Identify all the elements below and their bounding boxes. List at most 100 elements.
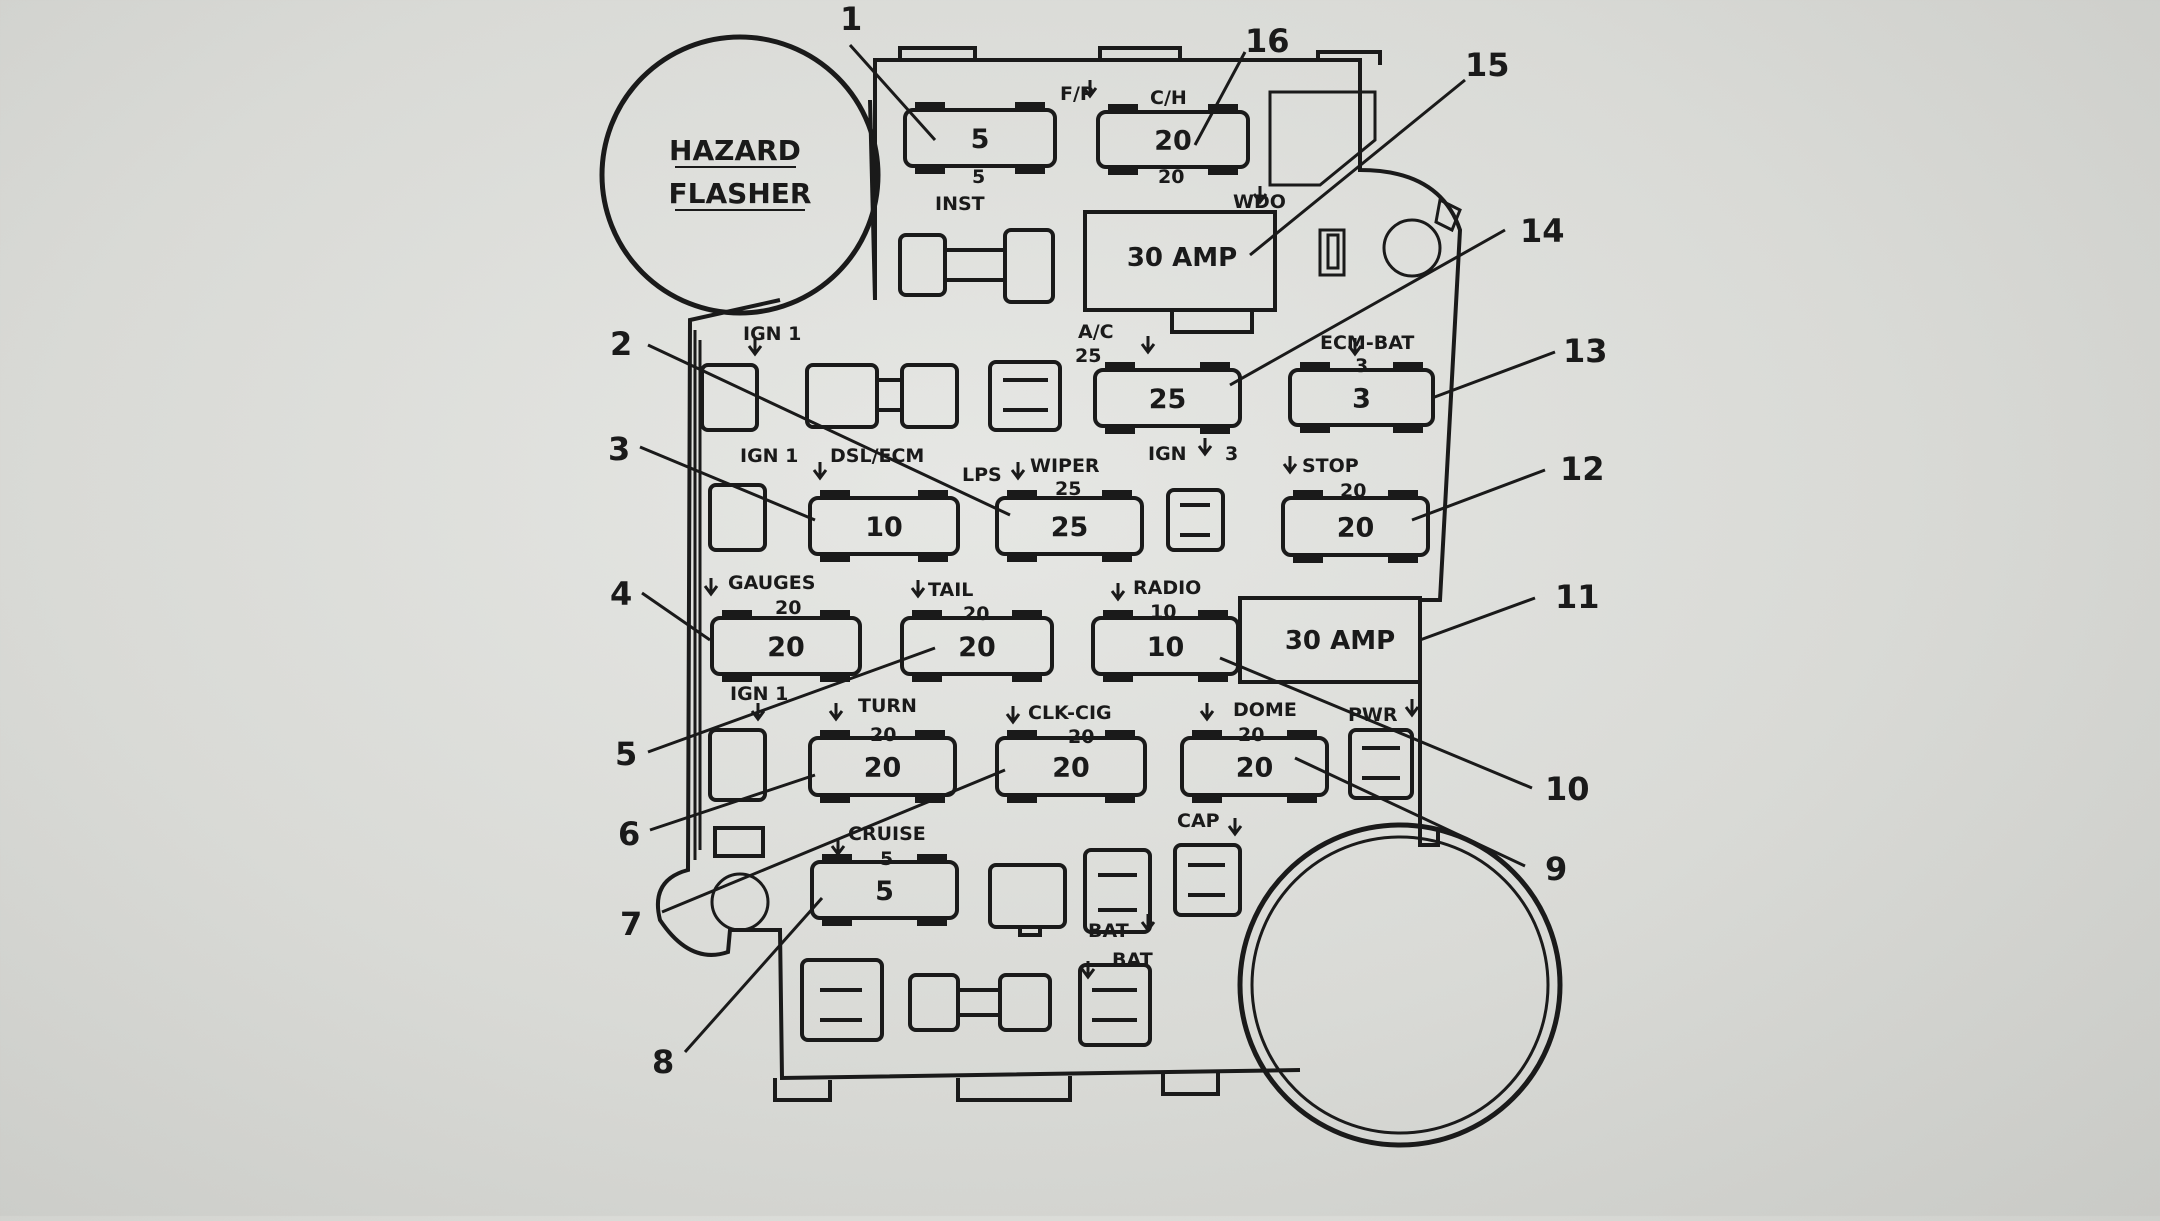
label-ign1-low: IGN 1: [730, 683, 788, 705]
fuse-terminal: [822, 854, 852, 862]
fuse-terminal: [1015, 166, 1045, 174]
feed-arrow: [1197, 438, 1213, 457]
fuse-inst: 5: [903, 102, 1057, 174]
fuse-terminal: [917, 854, 947, 862]
fuse-terminal: [722, 674, 752, 682]
callout-4: 4: [610, 575, 632, 613]
empty-sockets: [700, 228, 1414, 1047]
label-ign1-top: IGN 1: [743, 323, 801, 345]
label-tail-20: 20: [963, 603, 989, 625]
feed-arrow: [703, 578, 719, 597]
label-gauges: GAUGES: [728, 572, 815, 594]
fuse-terminal: [1105, 362, 1135, 370]
feed-arrow: [1080, 961, 1096, 980]
fuse-terminal: [1105, 795, 1135, 803]
fuse-ac: 25: [1093, 362, 1242, 434]
fuse-terminal: [1108, 104, 1138, 112]
label-wiper: WIPER: [1030, 455, 1100, 477]
fuse-terminal: [918, 554, 948, 562]
label-cruise-5: 5: [880, 848, 893, 870]
feed-arrow: [1010, 462, 1026, 481]
label-ign1-mid: IGN 1: [740, 445, 798, 467]
fuse-terminal: [915, 795, 945, 803]
fuse-terminal: [1388, 490, 1418, 498]
fuse-terminal: [1108, 167, 1138, 175]
fuse-terminal: [912, 674, 942, 682]
breaker-label-wdo: 30 AMP: [1127, 243, 1237, 273]
feed-arrow: [1140, 336, 1156, 355]
feed-arrow: [1082, 80, 1098, 99]
feed-arrow: [1199, 703, 1215, 722]
fuse-body: [903, 108, 1057, 168]
fuse-terminal: [1105, 730, 1135, 738]
fuse-terminal: [820, 674, 850, 682]
fuse-rating: 5: [875, 876, 894, 907]
fuse-terminal: [1007, 795, 1037, 803]
fuse-terminal: [1393, 425, 1423, 433]
fuse-rating: 20: [1236, 753, 1274, 784]
circuit-breaker-wdo: 30 AMP: [1083, 210, 1277, 334]
fuse-body: [995, 496, 1144, 556]
fuse-wiper: 25: [995, 490, 1144, 562]
label-ecm-bat-3: 3: [1355, 355, 1368, 377]
fuse-terminal: [1208, 104, 1238, 112]
callout-5: 5: [615, 735, 637, 773]
callout-16: 16: [1245, 22, 1290, 60]
fuse-gauges: 20: [710, 610, 862, 682]
fuse-terminal: [912, 610, 942, 618]
callout-11: 11: [1555, 578, 1600, 616]
panel-outline: [655, 46, 1563, 1148]
fuse-terminal: [1208, 167, 1238, 175]
fuse-rating: 20: [1052, 753, 1090, 784]
callout-13: 13: [1563, 332, 1608, 370]
label-ign-3-num: 3: [1225, 443, 1238, 465]
feed-arrow: [1110, 583, 1126, 602]
feed-arrow: [828, 703, 844, 722]
feed-arrow: [812, 462, 828, 481]
fuse-terminal: [820, 730, 850, 738]
fuse-rating: 5: [971, 124, 990, 155]
fuse-terminal: [1393, 362, 1423, 370]
fuse-rating: 20: [767, 632, 805, 663]
fuse-body: [1096, 110, 1250, 169]
label-wiper-25: 25: [1055, 478, 1081, 500]
label-dome-20: 20: [1238, 724, 1264, 746]
fuse-terminal: [1198, 674, 1228, 682]
feed-arrow: [1227, 818, 1243, 837]
feed-arrow: [1404, 699, 1420, 718]
fuse-rating: 20: [958, 632, 996, 663]
fuse-terminal: [1103, 610, 1133, 618]
hazard-flasher: HAZARD FLASHER: [599, 34, 881, 316]
label-stop-20: 20: [1340, 480, 1366, 502]
fuse-terminal: [1007, 554, 1037, 562]
fuse-terminal: [1192, 795, 1222, 803]
fuse-terminal: [1293, 490, 1323, 498]
label-stop: STOP: [1302, 455, 1359, 477]
fuse-terminal: [1103, 674, 1133, 682]
fuse-radio: 10: [1091, 610, 1240, 682]
fuse-dome: 20: [1180, 730, 1329, 803]
feed-arrow: [910, 580, 926, 599]
fuse-rating: 20: [864, 753, 902, 784]
fuse-body: [808, 496, 960, 556]
feed-arrow: [1005, 706, 1021, 725]
fuse-body: [995, 736, 1147, 797]
fuse-terminal: [820, 610, 850, 618]
fuse-terminal: [1287, 730, 1317, 738]
callout-numbers: 1 2 3 4 5 6 7 8 9 10 11 12 13 14 15 16: [608, 0, 1608, 1081]
label-ign-3: IGN: [1148, 443, 1187, 465]
fuse-terminal: [917, 918, 947, 926]
fuse-terminal: [1012, 674, 1042, 682]
fuse-terminal: [1293, 555, 1323, 563]
label-ch: C/H: [1150, 87, 1187, 109]
label-radio-10: 10: [1150, 601, 1176, 623]
fuse-terminal: [1200, 362, 1230, 370]
fuse-terminal: [1300, 362, 1330, 370]
fuse-terminal: [1102, 490, 1132, 498]
label-inst: INST: [935, 193, 985, 215]
callout-9: 9: [1545, 850, 1567, 888]
fuse-rating: 25: [1149, 384, 1187, 415]
label-gauges-20: 20: [775, 597, 801, 619]
fuse-body: [808, 736, 957, 797]
callout-12: 12: [1560, 450, 1605, 488]
